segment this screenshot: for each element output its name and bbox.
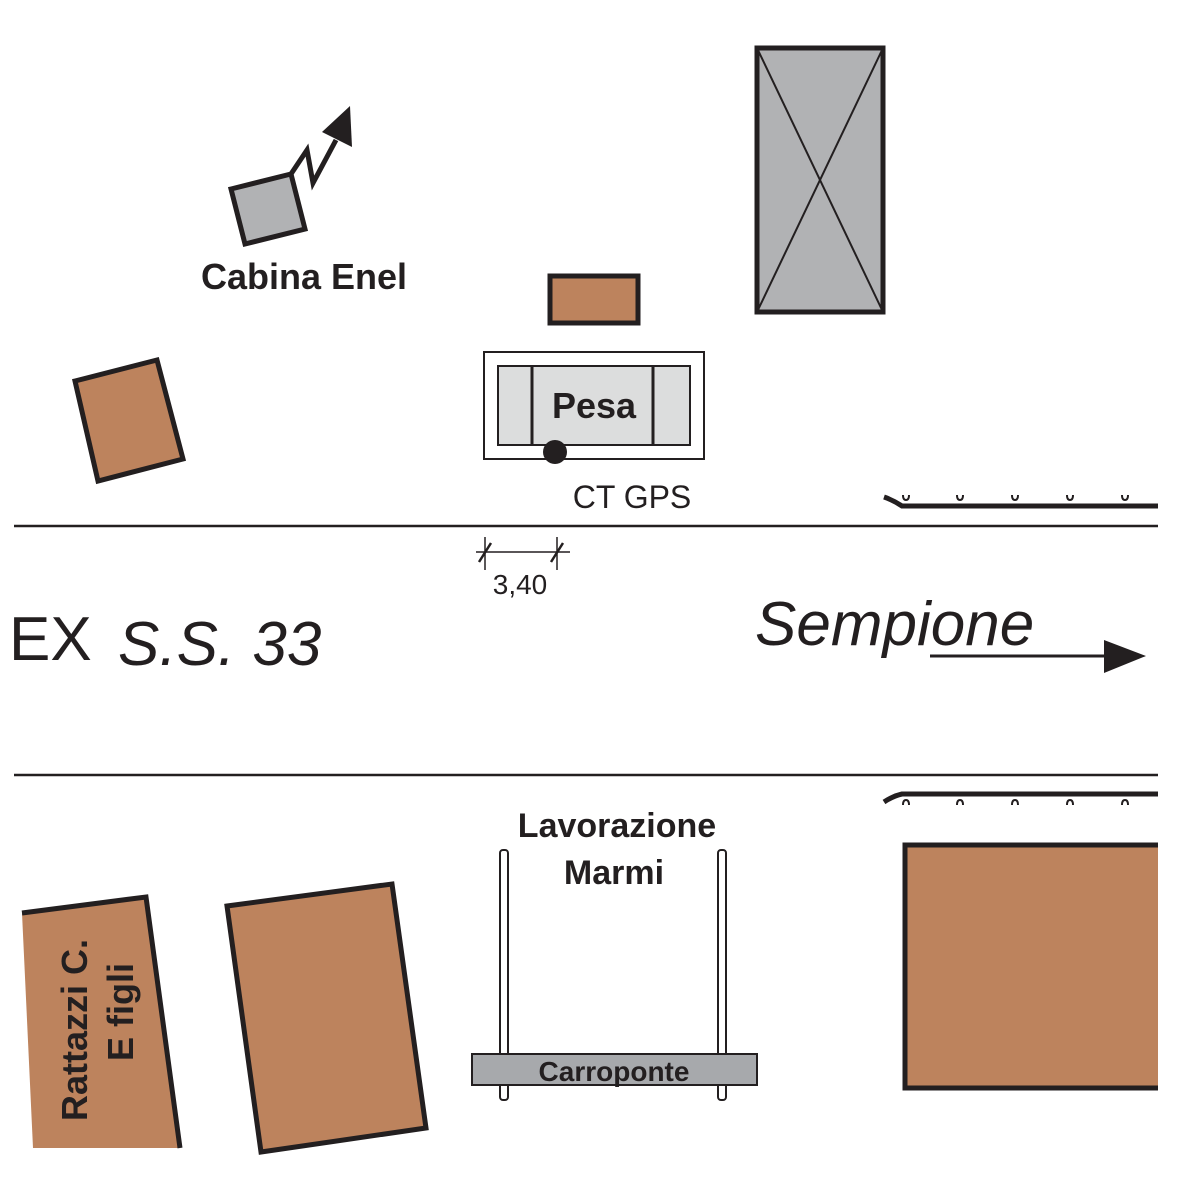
right-building [902, 842, 1158, 1091]
cabina-enel: Cabina Enel [201, 106, 407, 297]
left-building [72, 356, 187, 485]
lower-left-building [224, 881, 429, 1155]
lavorazione-label-line1: Lavorazione [518, 807, 716, 845]
direction-label: Sempione [755, 590, 1034, 659]
crane-rail-right [717, 849, 727, 1101]
road-prefix: EX [9, 605, 92, 674]
lavorazione-marmi: Lavorazione Marmi Carroponte [471, 807, 758, 1101]
pesa-weighbridge: Pesa CT GPS [483, 351, 705, 515]
crane-rail-left [499, 849, 509, 1101]
guardrail-lower [882, 791, 1158, 806]
cabina-enel-label: Cabina Enel [201, 256, 407, 297]
rattazzi-label-line1: Rattazzi C. [54, 939, 95, 1121]
dimension-marker: 3,40 [476, 537, 570, 600]
dimension-label: 3,40 [493, 569, 548, 600]
gray-crossed-building [754, 45, 886, 315]
ct-gps-label: CT GPS [573, 479, 692, 515]
pesa-label: Pesa [552, 385, 637, 426]
carroponte-crane [471, 1053, 758, 1086]
carroponte-label: Carroponte [539, 1056, 690, 1087]
lavorazione-label-line2: Marmi [564, 854, 664, 892]
lightning-arrow-icon [288, 106, 352, 191]
guardrail-upper [883, 494, 1158, 509]
small-building [547, 273, 641, 326]
cabina-enel-building [227, 170, 309, 248]
gps-point-marker [543, 440, 567, 464]
arrow-right-icon [930, 640, 1146, 673]
road-name: S.S. 33 [118, 610, 321, 679]
rattazzi-building: Rattazzi C. E figli [21, 894, 183, 1149]
rattazzi-label-line2: E figli [100, 963, 141, 1061]
